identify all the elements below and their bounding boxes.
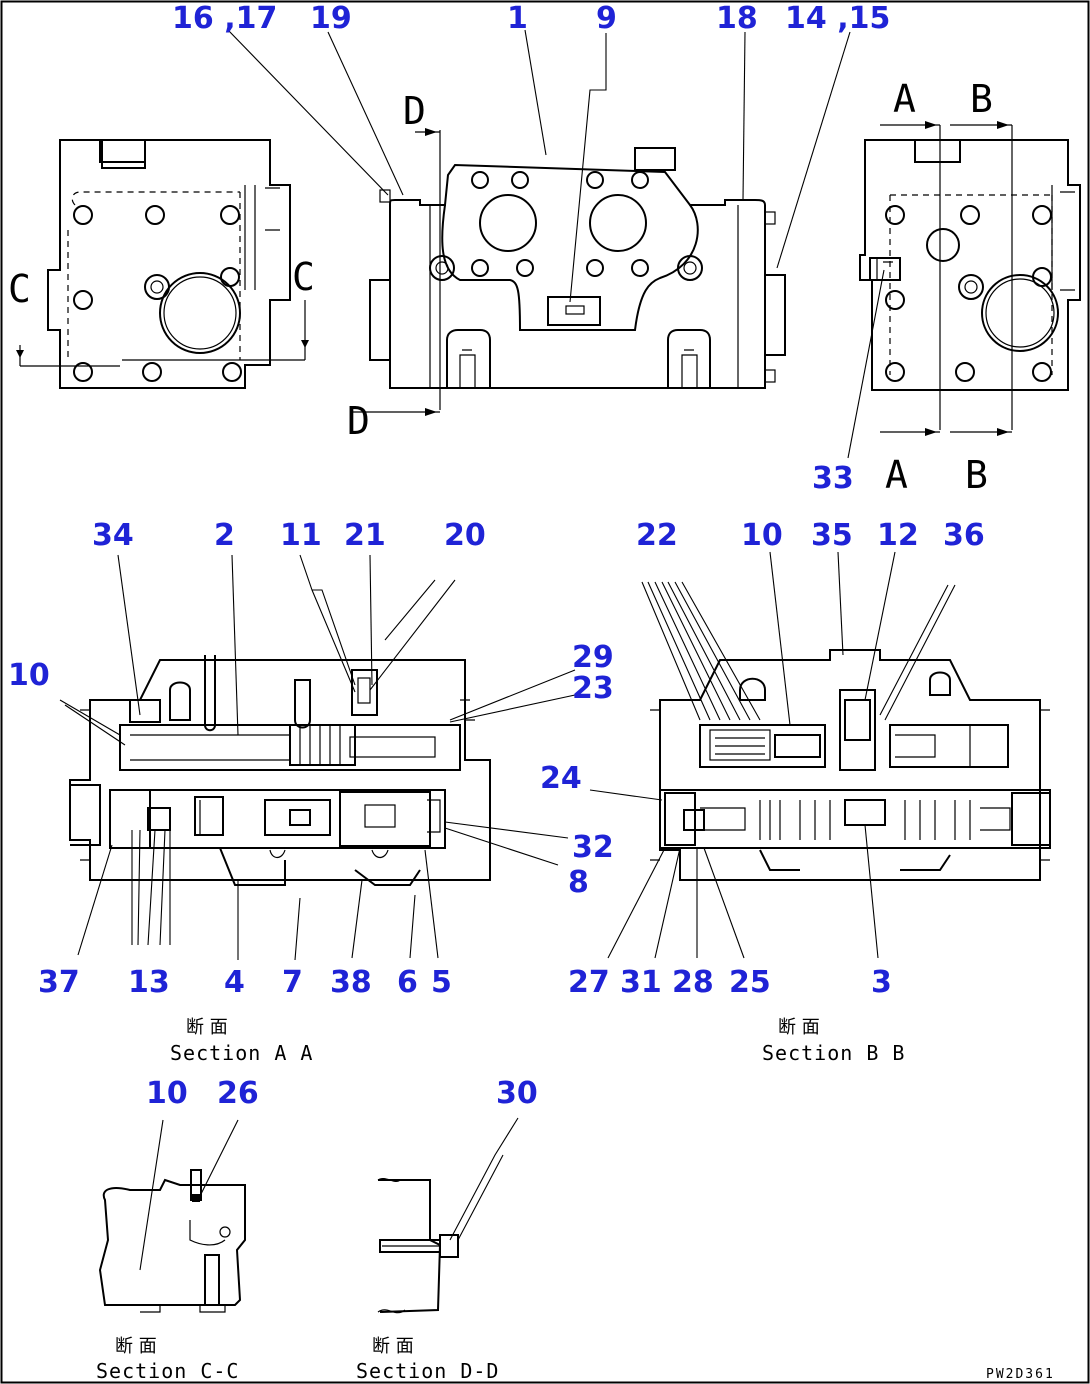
view-section-aa — [69, 655, 491, 886]
callout-19: 19 — [310, 1, 352, 36]
callout-4: 4 — [224, 965, 245, 1000]
callout-38: 38 — [330, 965, 372, 1000]
callout-21: 21 — [344, 518, 386, 553]
callout-29: 29 — [572, 640, 614, 675]
callout-12: 12 — [877, 518, 919, 553]
callout-20: 20 — [444, 518, 486, 553]
leaders-aa — [59, 554, 576, 961]
view-section-dd — [377, 1177, 459, 1314]
callout-33: 33 — [812, 461, 854, 496]
caption-bb-jp: 断 面 — [778, 1017, 820, 1038]
caption-aa-en: Section A A — [170, 1041, 313, 1065]
callout-8: 8 — [568, 865, 589, 900]
callout-11: 11 — [280, 518, 322, 553]
caption-dd-en: Section D-D — [356, 1359, 499, 1383]
callout-22: 22 — [636, 518, 678, 553]
callout-28: 28 — [672, 965, 714, 1000]
view-side-left — [16, 139, 309, 389]
drawing-code: PW2D361 — [986, 1367, 1055, 1382]
callout-25: 25 — [729, 965, 771, 1000]
section-mark-d-bottom: D — [347, 399, 370, 443]
callout-14-15: 14 ,15 — [785, 1, 890, 36]
callout-34: 34 — [92, 518, 134, 553]
callout-32: 32 — [572, 830, 614, 865]
leaders-cc — [139, 1119, 239, 1271]
callout-5: 5 — [431, 965, 452, 1000]
callout-35: 35 — [811, 518, 853, 553]
callout-36: 36 — [943, 518, 985, 553]
callout-10-aa: 10 — [8, 658, 50, 693]
section-mark-a-bottom: A — [885, 453, 908, 497]
callout-18: 18 — [716, 1, 758, 36]
callout-31: 31 — [620, 965, 662, 1000]
callout-3: 3 — [871, 965, 892, 1000]
view-side-right — [859, 121, 1081, 436]
leaders-bb — [589, 551, 956, 959]
callout-16-17: 16 ,17 — [172, 1, 277, 36]
callout-10-cc: 10 — [146, 1076, 188, 1111]
section-mark-c-left: C — [8, 267, 31, 311]
callout-37: 37 — [38, 965, 80, 1000]
callout-13: 13 — [128, 965, 170, 1000]
callout-10-bb: 10 — [741, 518, 783, 553]
section-mark-b-top: B — [970, 77, 993, 121]
view-section-cc — [98, 1169, 246, 1313]
caption-cc-en: Section C-C — [96, 1359, 239, 1383]
callout-26: 26 — [217, 1076, 259, 1111]
callout-7: 7 — [282, 965, 303, 1000]
callout-2: 2 — [214, 518, 235, 553]
leaders-dd — [449, 1117, 519, 1241]
callout-30: 30 — [496, 1076, 538, 1111]
section-mark-d-top: D — [403, 89, 426, 133]
caption-aa-jp: 断 面 — [186, 1017, 228, 1038]
view-section-bb — [650, 649, 1051, 881]
callout-1: 1 — [507, 1, 528, 36]
caption-cc-jp: 断 面 — [115, 1336, 157, 1357]
section-mark-b-bottom: B — [965, 453, 988, 497]
caption-dd-jp: 断 面 — [372, 1336, 414, 1357]
leaders-top — [227, 29, 885, 459]
caption-bb-en: Section B B — [762, 1041, 905, 1065]
callout-23: 23 — [572, 671, 614, 706]
callout-27: 27 — [568, 965, 610, 1000]
callout-6: 6 — [397, 965, 418, 1000]
callout-9: 9 — [596, 1, 617, 36]
callout-24: 24 — [540, 761, 582, 796]
view-main-body — [352, 128, 786, 416]
section-mark-a-top: A — [893, 77, 916, 121]
section-mark-c-right: C — [292, 255, 315, 299]
